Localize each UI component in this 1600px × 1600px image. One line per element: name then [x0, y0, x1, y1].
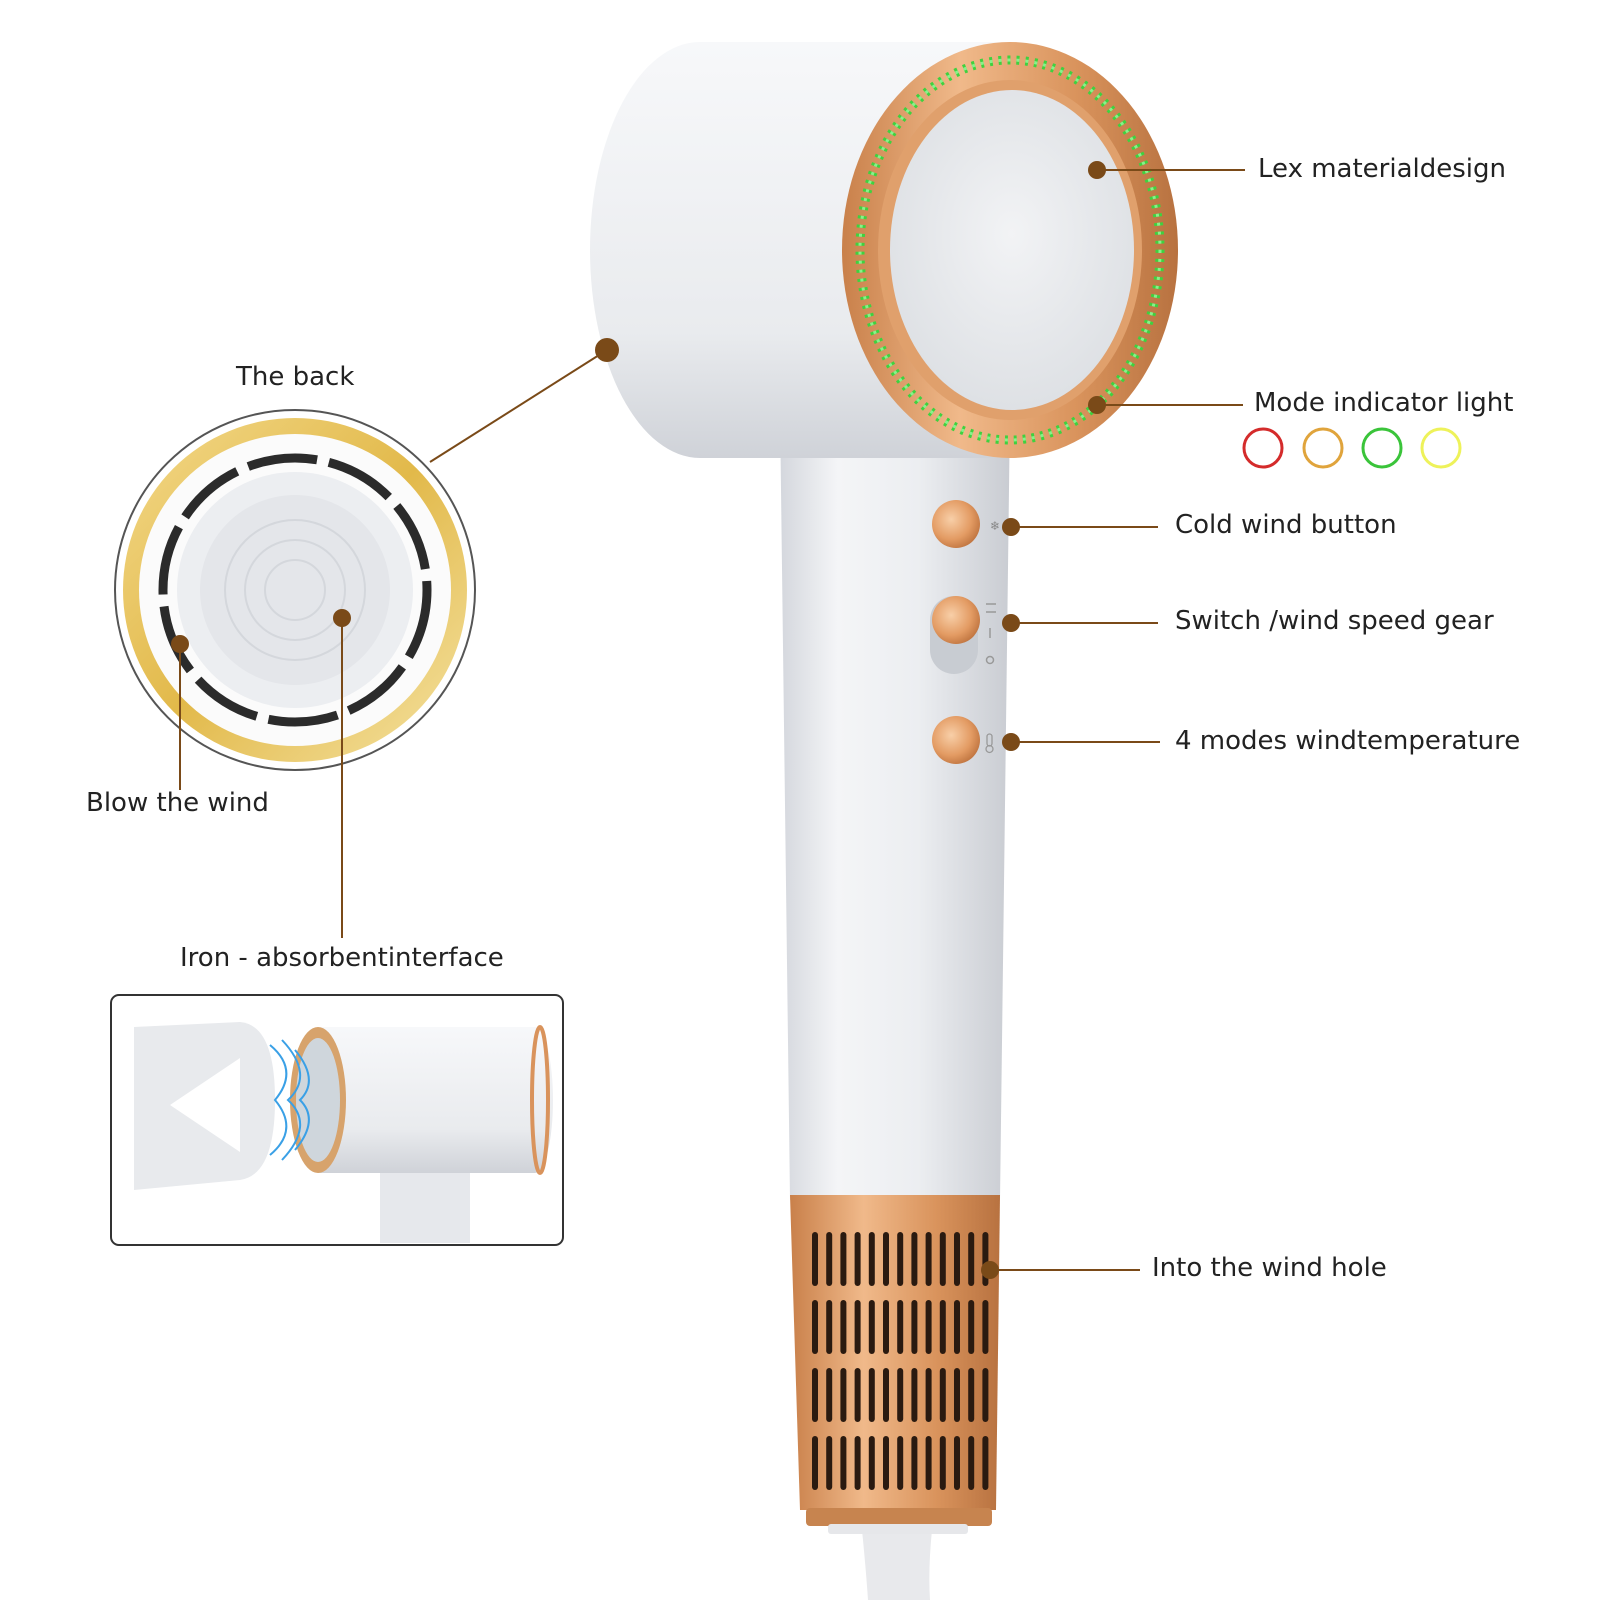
grille-slot	[968, 1368, 975, 1422]
grille-slot	[939, 1300, 946, 1354]
label-cold-wind: Cold wind button	[1175, 510, 1397, 540]
grille-slot	[939, 1232, 946, 1286]
grille-slot	[897, 1300, 904, 1354]
grille-slot	[826, 1300, 833, 1354]
grille-slot	[911, 1436, 918, 1490]
grille-slot	[939, 1436, 946, 1490]
grille-slot	[826, 1232, 833, 1286]
grille-slot	[954, 1232, 960, 1286]
grille-slot	[868, 1436, 875, 1490]
label-mode-indicator: Mode indicator light	[1254, 388, 1514, 418]
grille-slot	[868, 1368, 875, 1422]
grille-slot	[897, 1436, 904, 1490]
label-switch-speed: Switch /wind speed gear	[1175, 606, 1494, 636]
label-iron-interface: Iron - absorbentinterface	[180, 943, 504, 973]
svg-text:❄: ❄	[990, 519, 1000, 533]
grille-slot	[868, 1300, 875, 1354]
grille-slot	[911, 1300, 918, 1354]
grille-slot	[982, 1368, 989, 1422]
temperature-button	[932, 716, 980, 764]
cold-wind-button	[932, 500, 980, 548]
grille-slot	[954, 1436, 960, 1490]
leader-lines	[179, 169, 1245, 1271]
grille-slot	[883, 1232, 889, 1286]
orange-mode-circle	[1302, 427, 1344, 469]
front-face-plate	[890, 90, 1134, 410]
grille-slot	[911, 1368, 918, 1422]
label-wind-hole: Into the wind hole	[1152, 1253, 1387, 1283]
magnetic-interface-inset	[110, 994, 564, 1246]
grille-slot	[925, 1300, 932, 1354]
grille-slot	[982, 1436, 989, 1490]
grille-slot	[840, 1232, 847, 1286]
label-lex-material: Lex materialdesign	[1258, 154, 1506, 184]
grille-slot	[840, 1368, 847, 1422]
grille-slot	[897, 1368, 904, 1422]
grille-slot	[883, 1300, 889, 1354]
grille-slot	[812, 1232, 818, 1286]
air-intake-grille	[790, 1195, 1000, 1534]
grille-slot	[826, 1436, 833, 1490]
control-buttons: ❄	[930, 500, 1000, 764]
grille-slot	[883, 1436, 889, 1490]
grille-slot	[854, 1232, 861, 1286]
grille-slot	[897, 1232, 904, 1286]
grille-slot	[840, 1300, 847, 1354]
grille-slot	[854, 1436, 861, 1490]
label-four-modes: 4 modes windtemperature	[1175, 726, 1521, 756]
grille-slot	[854, 1300, 861, 1354]
grille-slot	[911, 1232, 918, 1286]
mode-color-circles	[1242, 427, 1462, 469]
grille-slot	[868, 1232, 875, 1286]
power-cord	[862, 1530, 932, 1600]
back-view-inset	[114, 409, 476, 771]
grille-slot	[812, 1368, 818, 1422]
magnetic-field-lines	[269, 1039, 310, 1161]
grille-slot	[925, 1232, 932, 1286]
grille-slot	[812, 1436, 818, 1490]
label-the-back: The back	[236, 362, 355, 392]
yellow-mode-circle	[1420, 427, 1462, 469]
grille-slot	[840, 1436, 847, 1490]
label-blow-wind: Blow the wind	[86, 788, 269, 818]
green-mode-circle	[1361, 427, 1403, 469]
grille-slot	[954, 1300, 960, 1354]
grille-slot	[925, 1436, 932, 1490]
grille-slot	[968, 1232, 975, 1286]
grille-slot	[826, 1368, 833, 1422]
grille-slot	[812, 1300, 818, 1354]
grille-slot	[854, 1368, 861, 1422]
leader-dots	[171, 161, 1106, 1279]
grille-slot	[982, 1300, 989, 1354]
grille-slot	[925, 1368, 932, 1422]
air-outlet-slots	[158, 453, 432, 727]
dryer-head	[590, 42, 1178, 458]
grille-slot	[954, 1368, 960, 1422]
speed-switch-knob	[932, 596, 980, 644]
grille-slot	[939, 1368, 946, 1422]
red-mode-circle	[1242, 427, 1284, 469]
grille-slot	[968, 1436, 975, 1490]
grille-slot	[968, 1300, 975, 1354]
grille-slot	[883, 1368, 889, 1422]
